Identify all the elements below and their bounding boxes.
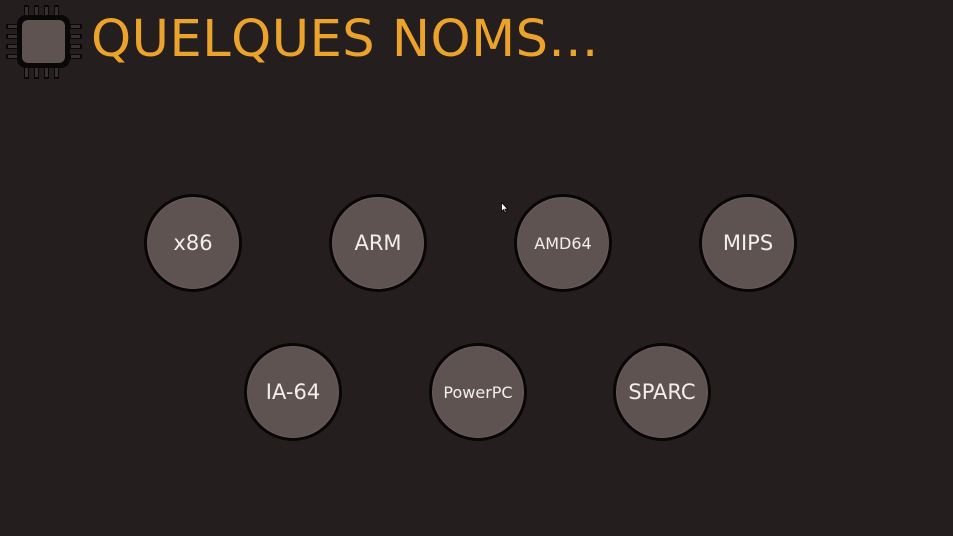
architecture-label: IA-64 <box>265 380 321 404</box>
architecture-bubble-ia64: IA-64 <box>244 343 342 441</box>
architecture-bubble-mips: MIPS <box>699 194 797 292</box>
mouse-pointer-icon <box>501 202 509 214</box>
architecture-bubble-arm: ARM <box>329 194 427 292</box>
architecture-label: ARM <box>354 231 402 255</box>
slide-title: QUELQUES NOMS... <box>91 10 599 69</box>
architecture-bubble-powerpc: PowerPC <box>429 343 527 441</box>
architecture-label: SPARC <box>628 380 696 404</box>
architecture-bubble-amd64: AMD64 <box>514 194 612 292</box>
architecture-label: MIPS <box>722 231 774 255</box>
cpu-chip-icon <box>6 5 82 79</box>
architecture-bubble-x86: x86 <box>144 194 242 292</box>
architecture-label: AMD64 <box>534 233 592 253</box>
architecture-label: x86 <box>173 231 213 255</box>
architecture-label: PowerPC <box>443 382 513 402</box>
architecture-bubble-sparc: SPARC <box>613 343 711 441</box>
